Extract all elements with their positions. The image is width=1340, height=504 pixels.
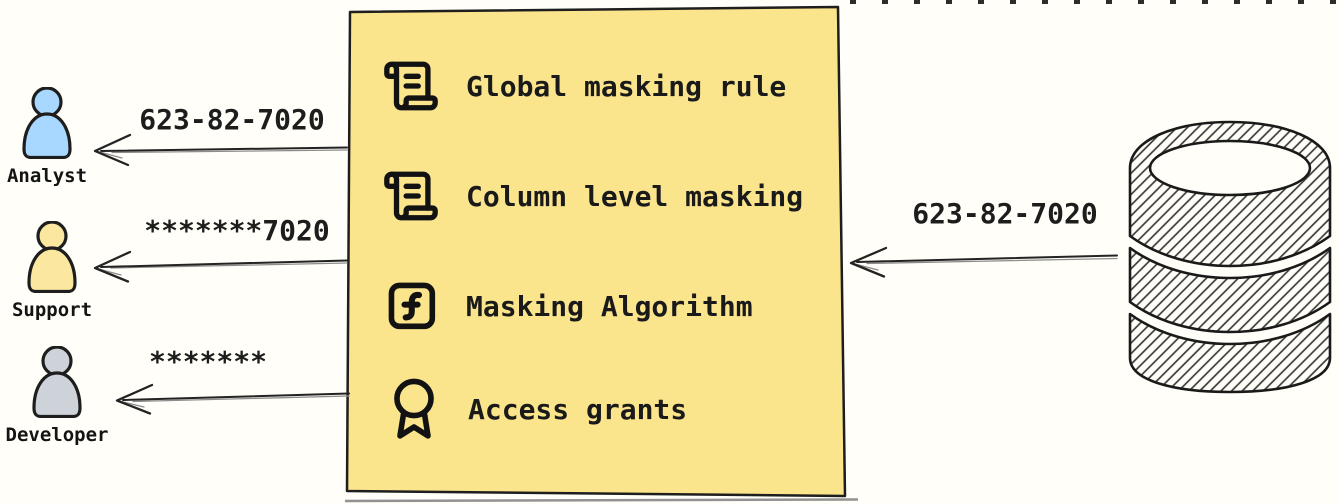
support-person-icon bbox=[27, 221, 77, 293]
database-value-label: 623-82-7020 bbox=[912, 197, 1098, 230]
masking-box-item-label: Column level masking bbox=[466, 179, 804, 213]
arrow-to-developer bbox=[115, 383, 350, 415]
persona-analyst: Analyst bbox=[7, 87, 87, 187]
scroll-icon bbox=[384, 61, 438, 111]
masking-box-shadow-line bbox=[344, 498, 859, 503]
persona-support-label: Support bbox=[11, 299, 93, 321]
masking-box-item-masking-algorithm: Masking Algorithm bbox=[384, 278, 753, 334]
masking-box-item-access-grants: Access grants bbox=[386, 377, 687, 441]
persona-developer: Developer bbox=[6, 346, 108, 446]
persona-support: Support bbox=[12, 221, 92, 321]
analyst-person-icon bbox=[22, 87, 72, 159]
analyst-masked-value-label: 623-82-7020 bbox=[139, 103, 325, 136]
arrow-to-support bbox=[93, 250, 348, 283]
persona-developer-label: Developer bbox=[5, 424, 109, 446]
database-icon bbox=[1128, 120, 1332, 394]
developer-masked-value-label: ******* bbox=[148, 345, 267, 378]
persona-analyst-label: Analyst bbox=[6, 165, 88, 187]
masking-box-item-column-masking: Column level masking bbox=[382, 167, 803, 225]
award-icon bbox=[394, 378, 434, 439]
masking-box-item-label: Global masking rule bbox=[466, 69, 787, 103]
masking-box-background bbox=[345, 5, 847, 498]
arrow-from-database bbox=[849, 246, 1118, 278]
masking-box-item-label: Access grants bbox=[468, 392, 688, 426]
function-icon bbox=[388, 282, 436, 330]
masking-box-item-label: Masking Algorithm bbox=[466, 289, 753, 323]
developer-person-icon bbox=[32, 346, 82, 418]
scroll-icon bbox=[384, 171, 438, 221]
support-masked-value-label: *******7020 bbox=[144, 214, 330, 247]
masking-box-item-global-rule: Global masking rule bbox=[382, 57, 786, 115]
arrow-to-analyst bbox=[93, 133, 348, 167]
